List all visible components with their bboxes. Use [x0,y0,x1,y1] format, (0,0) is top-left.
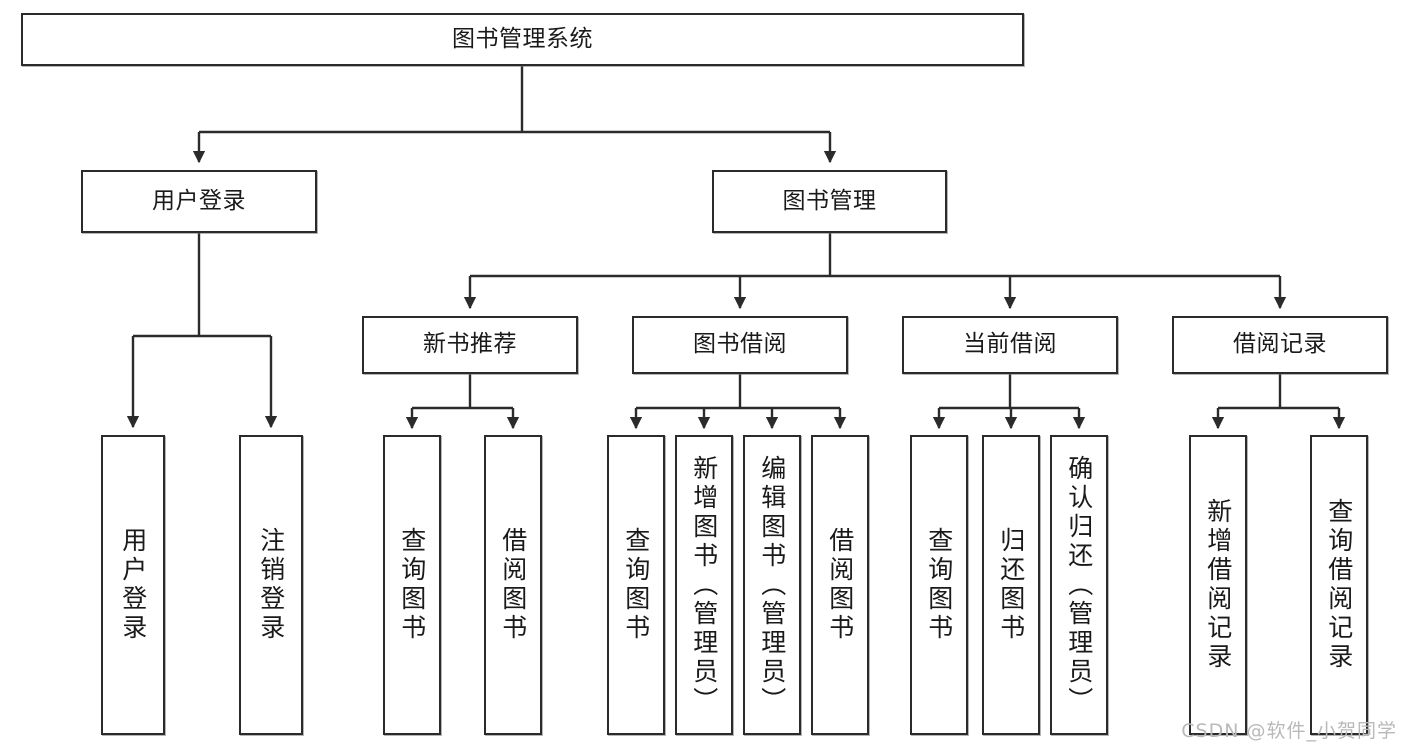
leaf-node[interactable]: 编辑图书（管理员） [743,435,801,735]
leaf-node-label: 借阅图书 [498,527,528,643]
leaf-node[interactable]: 新增图书（管理员） [675,435,733,735]
node-new-book-recommend[interactable]: 新书推荐 [362,316,578,374]
node-book-management-label: 图书管理 [782,187,877,214]
node-root-label: 图书管理系统 [452,25,593,52]
node-book-borrow[interactable]: 图书借阅 [632,316,848,374]
leaf-node[interactable]: 查询借阅记录 [1310,435,1368,735]
leaf-node-label: 新增图书（管理员） [689,454,719,716]
node-book-management[interactable]: 图书管理 [712,170,947,233]
node-current-borrow[interactable]: 当前借阅 [902,316,1118,374]
leaf-node[interactable]: 确认归还（管理员） [1050,435,1108,735]
leaf-node-label: 查询图书 [621,527,651,643]
leaf-node-label: 用户登录 [118,527,148,643]
leaf-node-label: 查询图书 [924,527,954,643]
node-user-login-label: 用户登录 [152,187,246,214]
leaf-node-label: 确认归还（管理员） [1064,454,1094,716]
leaf-node-label: 编辑图书（管理员） [757,454,787,716]
leaf-node-label: 新增借阅记录 [1203,498,1233,672]
leaf-node[interactable]: 借阅图书 [484,435,542,735]
leaf-node[interactable]: 归还图书 [982,435,1040,735]
leaf-node[interactable]: 新增借阅记录 [1189,435,1247,735]
leaf-node-label: 查询借阅记录 [1324,498,1354,672]
node-book-borrow-label: 图书借阅 [693,331,787,358]
leaf-node[interactable]: 查询图书 [607,435,665,735]
leaf-node[interactable]: 查询图书 [383,435,441,735]
node-root[interactable]: 图书管理系统 [21,13,1024,66]
leaf-node-label: 归还图书 [996,527,1026,643]
node-user-login[interactable]: 用户登录 [81,170,317,233]
leaf-node[interactable]: 查询图书 [910,435,968,735]
watermark-text: CSDN @软件_小贺同学 [1181,720,1397,742]
node-borrow-record-label: 借阅记录 [1233,331,1327,358]
node-new-book-recommend-label: 新书推荐 [423,331,517,358]
leaf-node-label: 注销登录 [256,527,286,643]
node-borrow-record[interactable]: 借阅记录 [1172,316,1388,374]
node-current-borrow-label: 当前借阅 [963,331,1057,358]
leaf-node-label: 查询图书 [397,527,427,643]
leaf-node[interactable]: 用户登录 [101,435,165,735]
leaf-node-label: 借阅图书 [825,527,855,643]
leaf-node[interactable]: 借阅图书 [811,435,869,735]
leaf-node[interactable]: 注销登录 [239,435,303,735]
